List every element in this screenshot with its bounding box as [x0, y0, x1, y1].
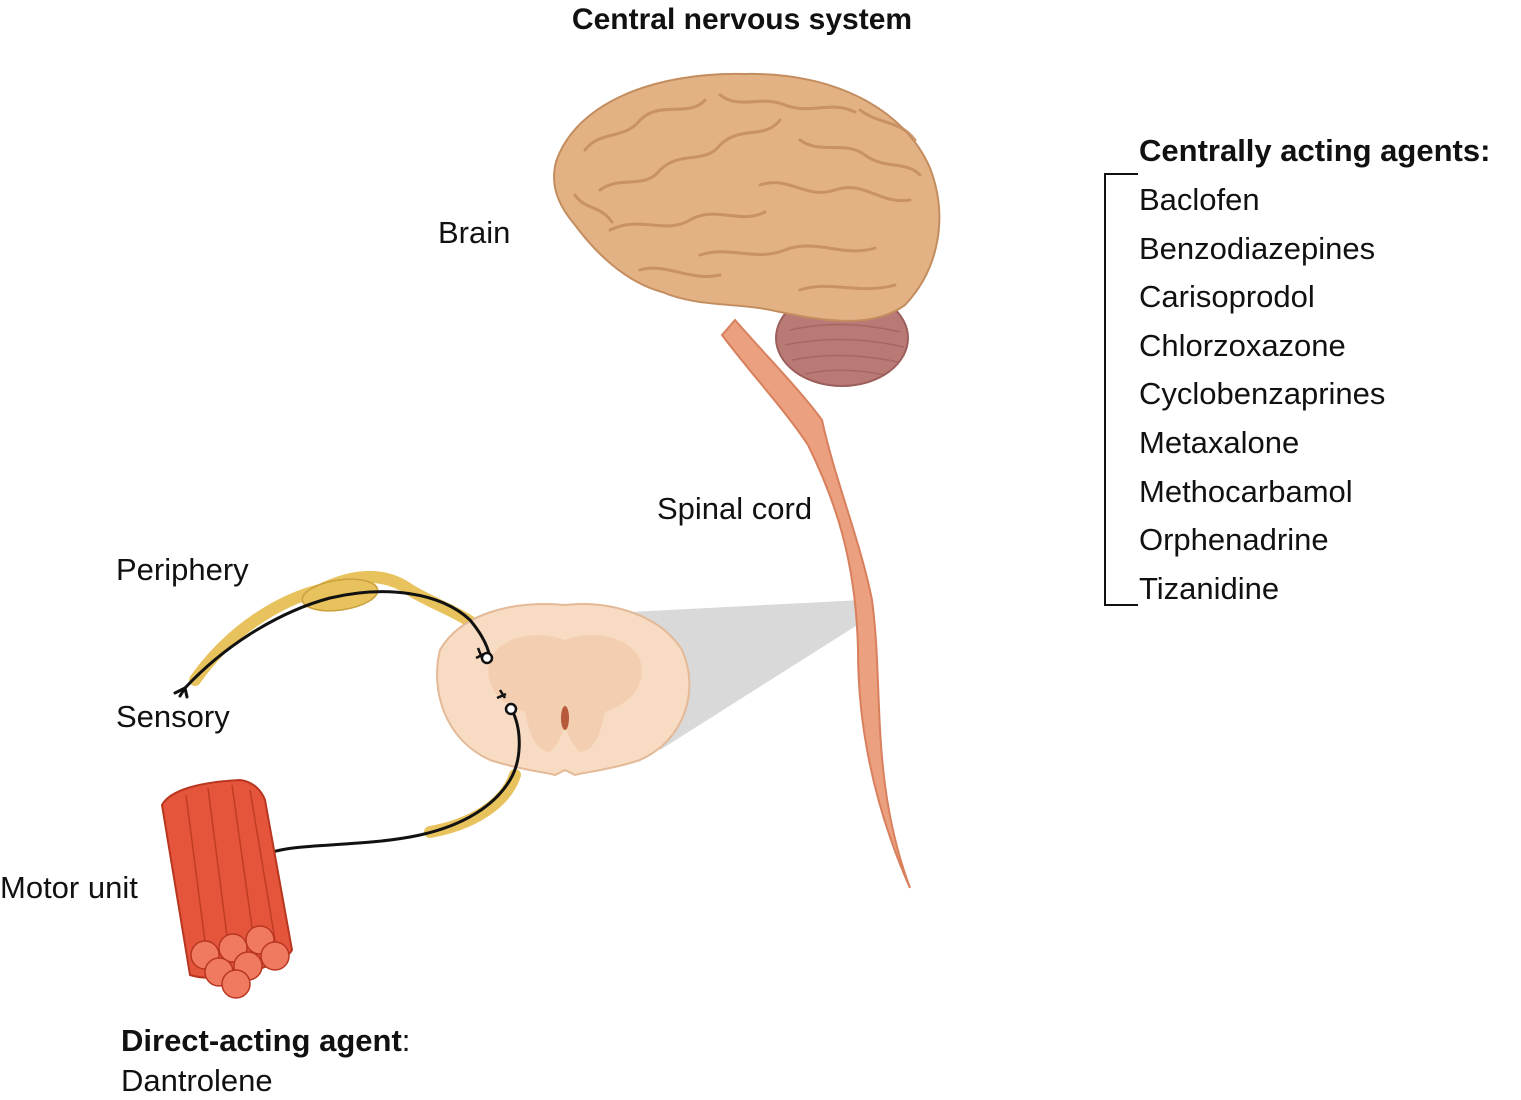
central-agent-item: Chlorzoxazone: [1139, 327, 1346, 363]
central-agents-bracket: [1104, 173, 1138, 606]
direct-agent-heading: Direct-acting agent:: [121, 1023, 410, 1059]
brain-gyri: [573, 93, 922, 292]
central-agents-heading: Centrally acting agents:: [1139, 133, 1491, 168]
diagram-title: Central nervous system: [571, 3, 913, 36]
brain-label: Brain: [438, 215, 511, 250]
central-agent-item: Baclofen: [1139, 182, 1260, 217]
direct-agent-separator: :: [401, 1023, 411, 1058]
central-agent-item: Cyclobenzaprines: [1139, 376, 1386, 412]
spinal-cord-shape: [720, 318, 911, 889]
zoom-callout: [630, 600, 870, 750]
muscle-bundle: [160, 778, 294, 999]
sensory-label: Sensory: [116, 699, 230, 734]
direct-agent-drug: Dantrolene: [121, 1063, 273, 1098]
periphery-label: Periphery: [116, 552, 249, 587]
central-canal: [561, 706, 569, 730]
central-agent-item: Carisoprodol: [1139, 279, 1315, 315]
cerebrum: [553, 72, 941, 322]
motor-nerve-root: [424, 769, 521, 838]
spinal-cord-label: Spinal cord: [657, 491, 813, 526]
motor-unit-label: Motor unit: [0, 870, 138, 905]
central-agent-item: Metaxalone: [1139, 424, 1300, 460]
central-agent-item: Tizanidine: [1139, 570, 1280, 606]
direct-agent-heading-text: Direct-acting agent: [121, 1023, 402, 1058]
central-agents-list: Baclofen Benzodiazepines Carisoprodol Ch…: [1139, 181, 1385, 618]
gray-matter: [488, 635, 642, 752]
central-agent-item: Orphenadrine: [1139, 522, 1329, 558]
central-agent-item: Methocarbamol: [1139, 473, 1353, 509]
central-agent-item: Benzodiazepines: [1139, 230, 1376, 266]
